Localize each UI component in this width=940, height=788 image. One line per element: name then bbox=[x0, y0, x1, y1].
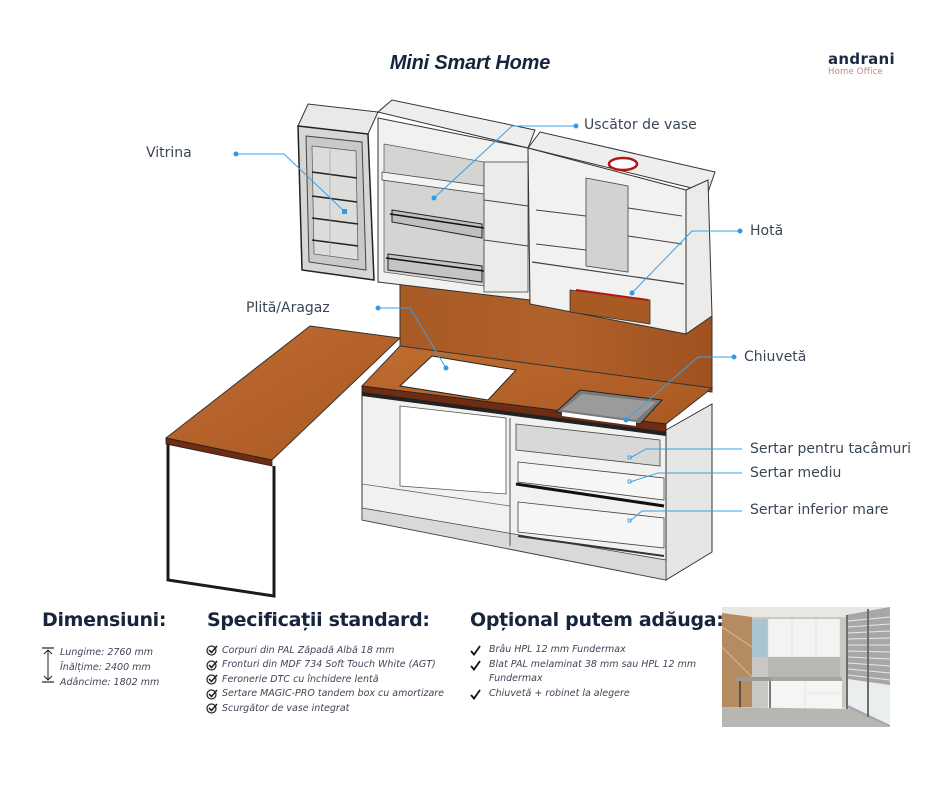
kitchen-photo-illustration bbox=[722, 607, 890, 727]
dish-drainer-cabinet bbox=[376, 99, 536, 301]
circle-check-icon bbox=[206, 645, 218, 656]
circle-check-icon bbox=[206, 689, 218, 700]
callout-large-drawer: Sertar inferior mare bbox=[750, 502, 889, 518]
callout-vitrina: Vitrina bbox=[146, 145, 192, 161]
spec-item: Fronturi din MDF 734 Soft Touch White (A… bbox=[206, 658, 444, 673]
callout-dish-drainer: Uscător de vase bbox=[584, 117, 697, 133]
optional-title: Opțional putem adăuga: bbox=[470, 609, 724, 631]
countertop bbox=[360, 345, 714, 436]
callout-cutlery-drawer: Sertar pentru tacâmuri bbox=[750, 441, 911, 457]
optional-list: Brâu HPL 12 mm Fundermax Blat PAL melami… bbox=[470, 643, 700, 701]
spec-item: Feronerie DTC cu închidere lentă bbox=[206, 672, 444, 687]
checkmark-icon bbox=[470, 645, 481, 656]
dimension-length: Lungime: 2760 mm bbox=[60, 647, 154, 658]
logo-tagline: Home Office bbox=[828, 67, 883, 77]
dimension-depth: Adâncime: 1802 mm bbox=[60, 677, 160, 688]
dimension-height: Înălțime: 2400 mm bbox=[60, 662, 151, 673]
circle-check-icon bbox=[206, 703, 218, 714]
optional-item: Brâu HPL 12 mm Fundermax bbox=[470, 643, 700, 658]
circle-check-icon bbox=[206, 674, 218, 685]
logo-wordmark: andrani bbox=[828, 50, 895, 68]
optional-item: Chiuvetă + robinet la alegere bbox=[470, 687, 700, 702]
callout-hood: Hotă bbox=[750, 223, 784, 239]
base-cabinet bbox=[361, 391, 713, 581]
circle-check-icon bbox=[206, 660, 218, 671]
checkmark-icon bbox=[470, 659, 481, 671]
spec-item: Corpuri din PAL Zăpadă Albă 18 mm bbox=[206, 643, 444, 658]
kitchen-isometric-drawing bbox=[164, 99, 743, 598]
specifications-list: Corpuri din PAL Zăpadă Albă 18 mm Frontu… bbox=[206, 643, 444, 716]
dimensions-title: Dimensiuni: bbox=[42, 609, 167, 631]
height-arrow-icon bbox=[42, 647, 54, 683]
callout-hob: Plită/Aragaz bbox=[246, 300, 330, 316]
spec-item: Sertare MAGIC-PRO tandem box cu amortiza… bbox=[206, 687, 444, 702]
callout-dots-small bbox=[627, 455, 632, 523]
checkmark-icon bbox=[470, 688, 481, 700]
spec-item: Scurgător de vase integrat bbox=[206, 701, 444, 716]
brand-logo: andrani Home Office bbox=[828, 50, 908, 78]
desk-extension bbox=[164, 325, 402, 598]
page-title: Mini Smart Home bbox=[389, 52, 551, 74]
callout-sink: Chiuvetă bbox=[744, 349, 807, 365]
vitrina-cabinet bbox=[297, 103, 379, 281]
callout-lines bbox=[236, 125, 742, 522]
hood-cabinet bbox=[527, 131, 716, 335]
callout-medium-drawer: Sertar mediu bbox=[750, 465, 842, 481]
callout-dots bbox=[233, 123, 743, 423]
kitchen-photo bbox=[722, 607, 890, 727]
optional-item: Blat PAL melaminat 38 mm sau HPL 12 mm F… bbox=[470, 658, 700, 687]
specifications-title: Specificații standard: bbox=[207, 609, 430, 631]
